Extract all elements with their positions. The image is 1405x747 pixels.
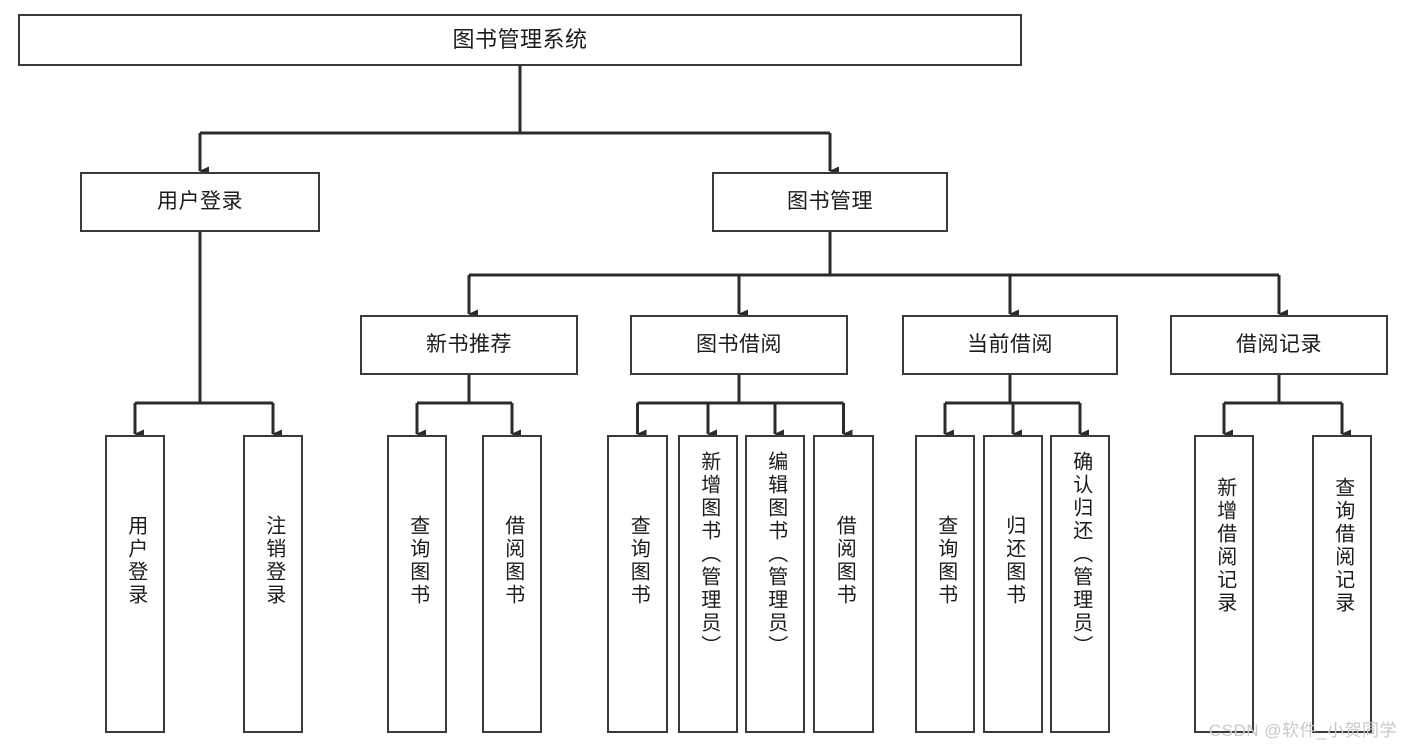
node-label: 借阅记录 bbox=[1236, 333, 1322, 357]
node-borrow[interactable]: 图书借阅 bbox=[630, 315, 848, 375]
node-leaf-login-1[interactable]: 用户登录 bbox=[105, 435, 165, 733]
node-label: 查询图书 bbox=[934, 515, 957, 607]
node-label: 用户登录 bbox=[124, 515, 147, 607]
node-leaf-cur-2[interactable]: 归还图书 bbox=[983, 435, 1043, 733]
node-leaf-new-1[interactable]: 查询图书 bbox=[387, 435, 447, 733]
node-label: 编辑图书（管理员） bbox=[764, 451, 787, 658]
watermark-label: CSDN @软件_小贺同学 bbox=[1208, 721, 1397, 740]
node-label: 当前借阅 bbox=[967, 333, 1053, 357]
node-label: 用户登录 bbox=[157, 190, 243, 214]
node-leaf-bor-2[interactable]: 新增图书（管理员） bbox=[678, 435, 738, 733]
node-leaf-rec-2[interactable]: 查询借阅记录 bbox=[1312, 435, 1372, 733]
node-record[interactable]: 借阅记录 bbox=[1170, 315, 1388, 375]
node-login[interactable]: 用户登录 bbox=[80, 172, 320, 232]
node-label: 查询图书 bbox=[627, 515, 650, 607]
node-label: 图书管理 bbox=[787, 190, 873, 214]
node-label: 借阅图书 bbox=[833, 515, 856, 607]
node-label: 查询借阅记录 bbox=[1331, 477, 1354, 615]
node-label: 注销登录 bbox=[262, 515, 285, 607]
node-leaf-bor-4[interactable]: 借阅图书 bbox=[813, 435, 874, 733]
node-label: 新增借阅记录 bbox=[1213, 477, 1236, 615]
node-leaf-bor-3[interactable]: 编辑图书（管理员） bbox=[745, 435, 805, 733]
connector-layer bbox=[133, 66, 1351, 439]
node-leaf-cur-1[interactable]: 查询图书 bbox=[915, 435, 975, 733]
node-label: 新增图书（管理员） bbox=[697, 451, 720, 658]
node-leaf-cur-3[interactable]: 确认归还（管理员） bbox=[1050, 435, 1110, 733]
node-newbook[interactable]: 新书推荐 bbox=[360, 315, 578, 375]
node-bookmgmt[interactable]: 图书管理 bbox=[712, 172, 948, 232]
node-label: 图书借阅 bbox=[696, 333, 782, 357]
node-label: 查询图书 bbox=[406, 515, 429, 607]
node-leaf-new-2[interactable]: 借阅图书 bbox=[482, 435, 542, 733]
node-leaf-bor-1[interactable]: 查询图书 bbox=[607, 435, 668, 733]
node-leaf-rec-1[interactable]: 新增借阅记录 bbox=[1194, 435, 1254, 733]
node-label: 新书推荐 bbox=[426, 333, 512, 357]
node-leaf-login-2[interactable]: 注销登录 bbox=[243, 435, 303, 733]
node-root[interactable]: 图书管理系统 bbox=[18, 14, 1022, 66]
node-label: 图书管理系统 bbox=[452, 26, 588, 52]
node-label: 确认归还（管理员） bbox=[1069, 451, 1092, 658]
node-label: 归还图书 bbox=[1002, 515, 1025, 607]
node-label: 借阅图书 bbox=[501, 515, 524, 607]
node-current[interactable]: 当前借阅 bbox=[902, 315, 1118, 375]
